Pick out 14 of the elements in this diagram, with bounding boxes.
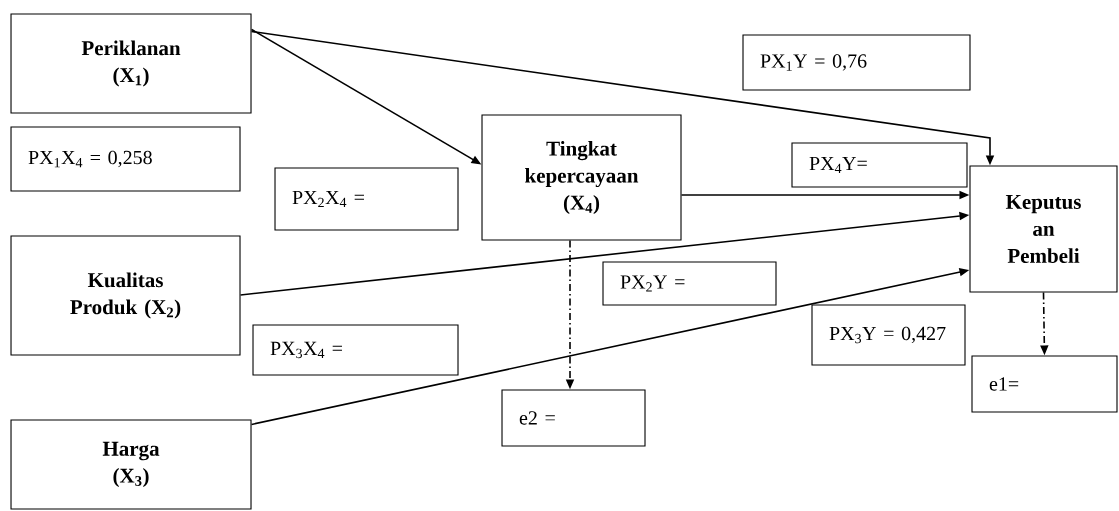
coefficient-box: PX$_{3}$X$_{4}$ = (252, 324, 459, 376)
variable-box: Kualitas Produk (X$_{2}$) (10, 235, 241, 356)
coefficient-box: PX$_{3}$Y = 0,427 (811, 304, 966, 366)
coefficient-box: PX$_{2}$X$_{4}$ = (274, 167, 459, 231)
error-box: e1= (971, 355, 1118, 413)
variable-box: Keputus an Pembeli (969, 165, 1118, 293)
error-box: e2 = (501, 389, 646, 447)
coefficient-box: PX$_{1}$Y = 0,76 (742, 34, 971, 91)
variable-box: Harga (X$_{3}$) (10, 419, 252, 510)
coefficient-box: PX$_{1}$X$_{4}$ = 0,258 (10, 126, 241, 192)
coefficient-box: PX$_{2}$Y = (602, 261, 777, 306)
variable-box: Tingkat kepercayaan (X$_{4}$) (481, 114, 682, 241)
variable-box: Periklanan (X$_{1}$) (10, 13, 252, 114)
coefficient-box: PX$_{4}$Y= (791, 142, 968, 188)
